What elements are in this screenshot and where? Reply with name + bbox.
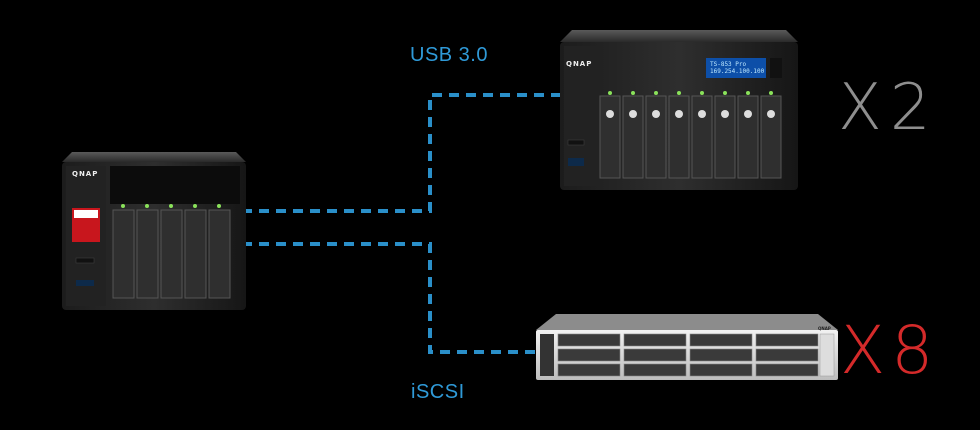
usb-connection-label: USB 3.0 xyxy=(410,44,488,66)
qnap-logo-tower: QNAP xyxy=(72,170,99,178)
rackmount-device xyxy=(536,314,838,380)
expansion-enclosure-device xyxy=(560,30,798,190)
multiplier-top: X2 xyxy=(838,71,939,145)
lcd-line-2: 169.254.100.100 xyxy=(710,68,765,75)
qnap-logo-expansion: QNAP xyxy=(566,60,593,68)
lcd-display: TS-853 Pro 169.254.100.100 xyxy=(710,61,764,75)
usb-connection-line xyxy=(242,93,560,213)
iscsi-connection-label: iSCSI xyxy=(411,381,465,403)
multiplier-bottom: X8 xyxy=(840,312,940,389)
amd-badge: AMD xyxy=(76,211,89,217)
lcd-line-1: TS-853 Pro xyxy=(710,61,747,68)
nas-tower-device xyxy=(62,152,246,310)
qnap-logo-rack: QNAP xyxy=(818,326,831,331)
iscsi-connection-line xyxy=(242,242,540,354)
